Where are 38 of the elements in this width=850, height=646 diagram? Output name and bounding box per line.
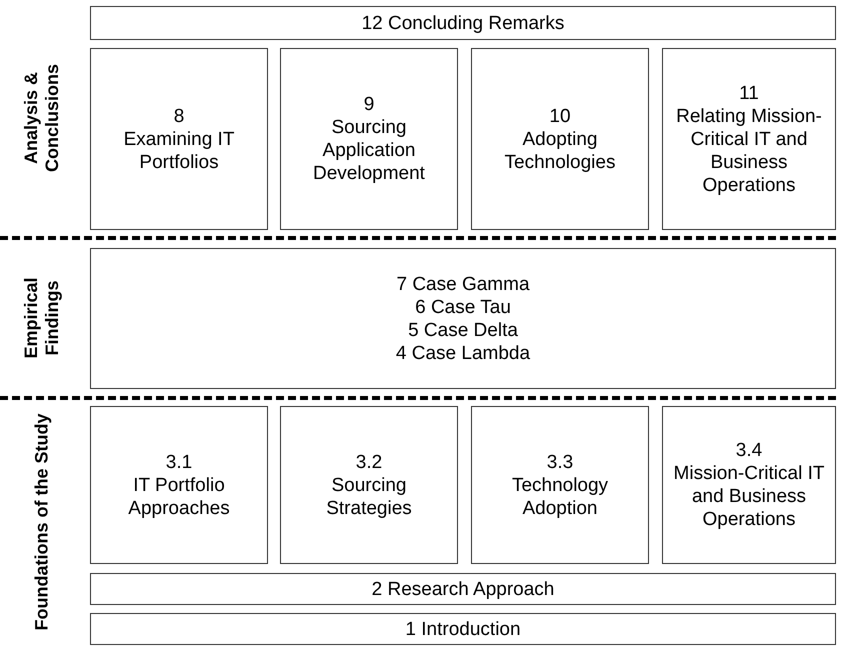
section-title: 6 Case Tau [415, 296, 511, 318]
section-box [662, 406, 836, 564]
section-box [662, 48, 836, 230]
section-title: 3.1 [166, 450, 192, 474]
section-title: Technology Adoption [510, 474, 610, 520]
part-heading: Analysis & Conclusions [21, 63, 63, 174]
part-heading: Empirical Findings [21, 276, 63, 361]
section-title: Examining IT Portfolios [122, 128, 236, 174]
section-title: IT Portfolio Approaches [127, 474, 231, 520]
section-box [90, 6, 836, 40]
section-title: 9 [364, 93, 374, 116]
section-title: 2 Research Approach [372, 578, 554, 600]
section-title: 3.2 [356, 450, 382, 474]
section-title: 4 Case Lambda [396, 342, 530, 364]
section-title: Mission-Critical IT and Business Operations [672, 462, 826, 531]
section-title: 5 Case Delta [408, 318, 518, 342]
section-title: 3.4 [736, 439, 762, 462]
section-title: 3.3 [546, 450, 574, 474]
section-title: 7 Case Gamma [396, 272, 530, 296]
section-box [471, 48, 649, 230]
section-title: 8 [174, 104, 184, 128]
section-title: 10 [549, 104, 571, 128]
section-title: Relating Mission-Critical IT and Business Operations [675, 104, 823, 196]
section-box [90, 48, 268, 230]
section-box [90, 573, 836, 605]
section-title: 1 Introduction [405, 618, 521, 640]
part-heading: Foundations of the Study [32, 412, 52, 632]
section-box [90, 406, 268, 564]
section-title: Sourcing Strategies [325, 474, 413, 520]
section-box [90, 613, 836, 645]
section-title: 12 Concluding Remarks [362, 12, 564, 34]
section-title: Adopting Technologies [504, 128, 616, 174]
section-title: Sourcing Application Development [312, 116, 426, 185]
section-box [280, 48, 458, 230]
section-box [471, 406, 649, 564]
section-box [90, 248, 836, 389]
section-box [280, 406, 458, 564]
section-title: 11 [739, 82, 759, 104]
